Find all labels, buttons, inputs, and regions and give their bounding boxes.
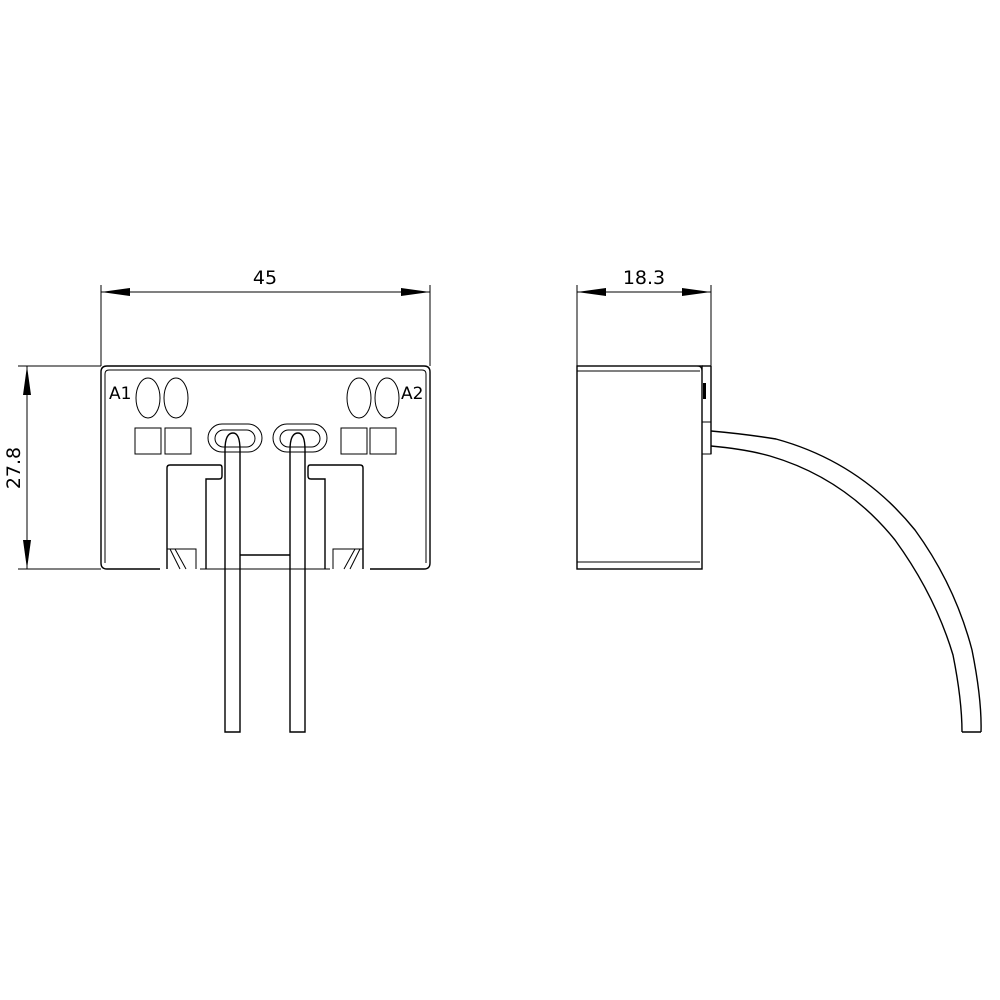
width-dimension-label: 45 [253,267,277,289]
side-view: 18.3 [576,267,982,733]
terminal-label-a2: A2 [401,384,423,404]
inner-slots [166,464,364,570]
arrow-right-icon [682,288,711,296]
width-dimension: 45 [100,267,431,366]
arrow-down-icon [23,540,31,569]
side-body [576,365,712,570]
square-openings [134,427,397,455]
arrow-right-icon [401,288,430,296]
depth-dimension-label: 18.3 [623,267,665,289]
arrow-left-icon [577,288,606,296]
curved-cable [710,430,982,733]
terminal-screw-holes [135,377,400,419]
height-dimension-label: 27.8 [3,447,25,489]
arrow-up-icon [23,366,31,395]
height-dimension: 27.8 [3,365,101,570]
arrow-left-icon [101,288,130,296]
housing-outline [100,365,431,570]
front-view: 45 27.8 A1 A2 [3,267,431,733]
wire-grommets [207,423,328,453]
depth-dimension: 18.3 [576,267,712,366]
lead-wires [224,432,306,733]
terminal-label-a1: A1 [109,384,131,404]
